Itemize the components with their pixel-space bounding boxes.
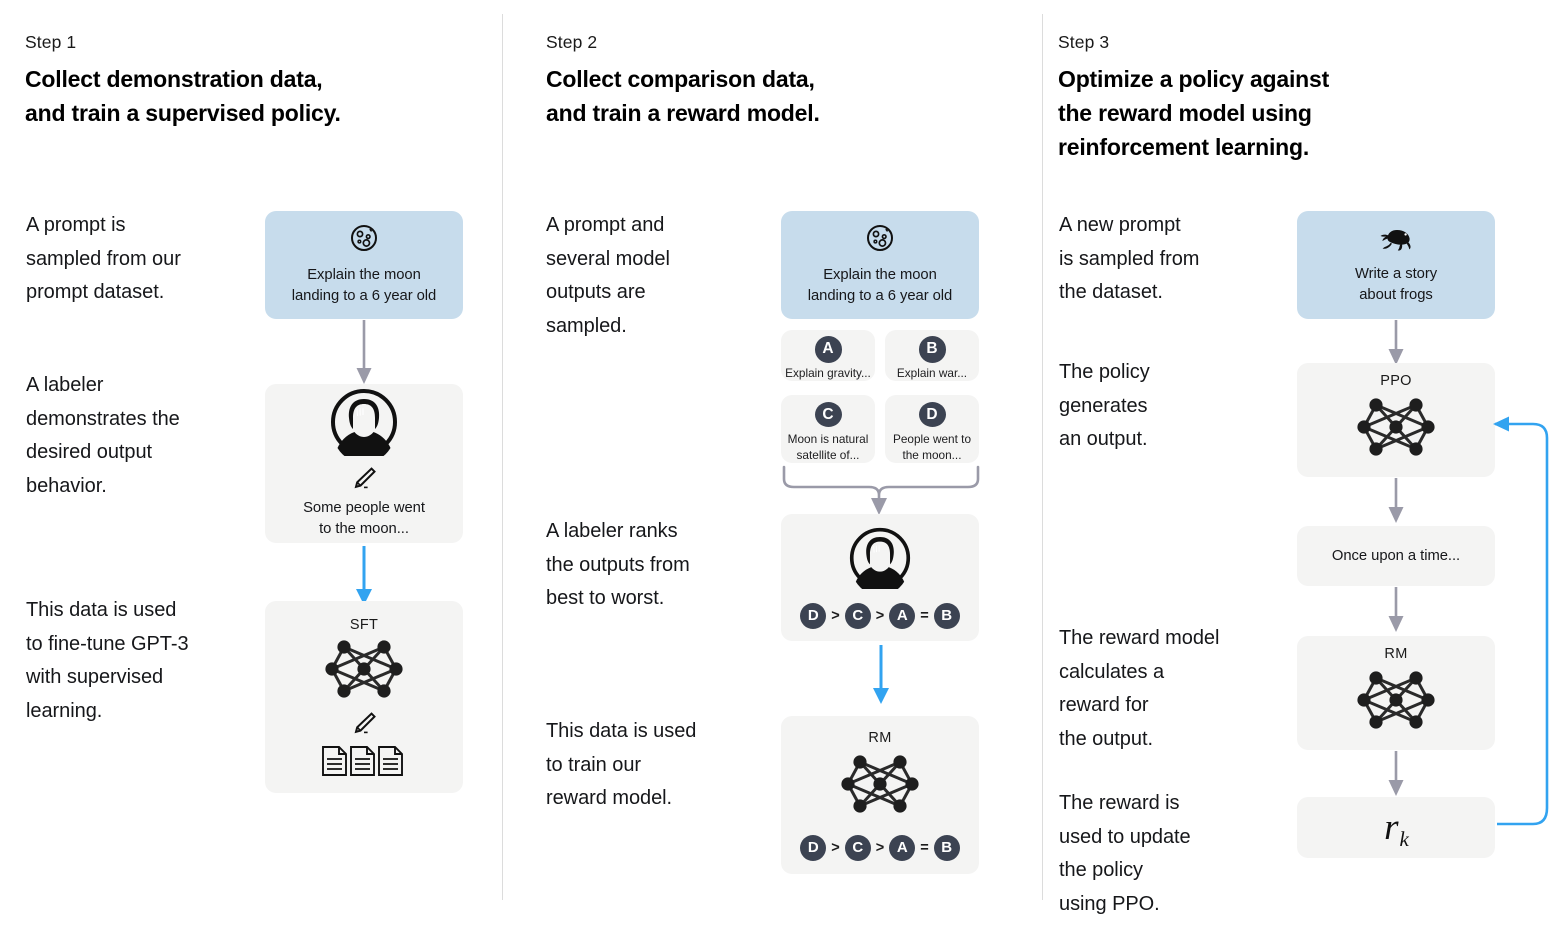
step-3-prompt-card[interactable]: Write a story about frogs <box>1297 211 1495 319</box>
pencil-icon <box>351 467 377 494</box>
step-2-caption-3: This data is used to train our reward mo… <box>546 720 697 809</box>
reward-symbol-r: r <box>1384 807 1399 848</box>
option-badge-b: B <box>918 336 946 363</box>
step-1-prompt-text: Explain the moon landing to a 6 year old <box>291 267 437 304</box>
step-3-rm-label: RM <box>1384 645 1408 662</box>
step-1-caption-1: A prompt is sampled from our prompt data… <box>26 214 181 303</box>
step-1-labeler-card[interactable]: Some people went to the moon... <box>265 384 463 543</box>
reward-symbol: rk <box>1384 807 1409 850</box>
option-badge-a: A <box>814 336 842 363</box>
step-2-output-card-a[interactable]: A Explain gravity... <box>781 330 875 381</box>
rank-badge-c: C <box>844 602 871 629</box>
rank-operator-1: > <box>831 607 840 624</box>
arrow-step3-rm-to-reward <box>1388 751 1404 796</box>
step-3-reward-card[interactable]: rk <box>1297 797 1495 858</box>
step-3-title: Optimize a policy against the reward mod… <box>1058 66 1330 160</box>
rank-badge-b: B <box>933 602 960 629</box>
step-3-caption-2: The policy generates an output. <box>1059 361 1150 450</box>
pencil-icon <box>351 712 377 739</box>
documents-icon <box>321 745 407 777</box>
step-2-labeler-ranking: D > C > A = B <box>800 602 960 629</box>
neural-network-icon <box>1354 391 1438 468</box>
step-2-caption-2: A labeler ranks the outputs from best to… <box>546 520 690 609</box>
frog-icon <box>1379 225 1413 256</box>
step-3-ppo-label: PPO <box>1380 372 1412 389</box>
rank-operator-3: = <box>920 839 929 856</box>
labeler-avatar-icon <box>849 527 911 595</box>
rank-badge-c: C <box>844 834 871 861</box>
labeler-avatar-icon <box>330 388 398 463</box>
rank-badge-b: B <box>933 834 960 861</box>
option-badge-d: D <box>918 402 946 427</box>
step-3-output-card[interactable]: Once upon a time... <box>1297 526 1495 586</box>
step-2-rm-label: RM <box>868 729 892 746</box>
step-1-column: Step 1 Collect demonstration data, and t… <box>0 0 502 948</box>
arrow-step3-feedback-loop <box>1493 416 1549 826</box>
neural-network-icon <box>1354 664 1438 741</box>
step-3-rm-card[interactable]: RM <box>1297 636 1495 750</box>
rank-operator-2: > <box>875 839 885 856</box>
step-1-title: Collect demonstration data, and train a … <box>25 66 341 126</box>
step-1-caption-2: A labeler demonstrates the desired outpu… <box>26 374 180 497</box>
step-2-label: Step 2 <box>546 32 598 52</box>
arrow-step3-output-to-rm <box>1388 587 1404 632</box>
step-2-output-text-a: Explain gravity... <box>785 365 871 380</box>
step-2-output-text-c: Moon is natural satellite of... <box>787 432 869 462</box>
step-3-column: Step 3 Optimize a policy against the rew… <box>1043 0 1556 948</box>
arrow-step1-prompt-to-labeler <box>356 320 372 384</box>
step-2-output-card-c[interactable]: C Moon is natural satellite of... <box>781 395 875 463</box>
neural-network-icon <box>322 633 406 710</box>
step-1-labeler-text: Some people went to the moon... <box>303 500 425 537</box>
step-3-prompt-text: Write a story about frogs <box>1354 266 1438 303</box>
step-2-prompt-text: Explain the moon landing to a 6 year old <box>807 267 953 304</box>
step-2-output-card-d[interactable]: D People went to the moon... <box>885 395 979 463</box>
rank-badge-d: D <box>800 602 827 629</box>
moon-icon <box>350 224 378 257</box>
step-2-rm-ranking: D > C > A = B <box>800 834 960 861</box>
step-1-caption-3: This data is used to fine-tune GPT-3 wit… <box>26 599 189 722</box>
rank-operator-2: > <box>875 607 885 624</box>
brace-step2-outputs-to-labeler <box>782 465 980 515</box>
arrow-step2-labeler-to-rm <box>873 645 889 704</box>
moon-icon <box>866 224 894 257</box>
step-2-rm-card[interactable]: RM D <box>781 716 979 874</box>
step-2-column: Step 2 Collect comparison data, and trai… <box>503 0 1043 948</box>
step-2-output-text-b: Explain war... <box>896 365 968 380</box>
neural-network-icon <box>838 748 922 825</box>
step-2-output-text-d: People went to the moon... <box>892 432 972 462</box>
step-2-labeler-card[interactable]: D > C > A = B <box>781 514 979 641</box>
step-3-caption-4: The reward is used to update the policy … <box>1059 792 1191 915</box>
step-2-title: Collect comparison data, and train a rew… <box>546 66 820 126</box>
step-1-sft-label: SFT <box>349 617 379 633</box>
step-1-sft-card[interactable]: SFT <box>265 601 463 793</box>
step-2-output-card-b[interactable]: B Explain war... <box>885 330 979 381</box>
rank-operator-3: = <box>920 607 929 624</box>
step-3-ppo-card[interactable]: PPO <box>1297 363 1495 477</box>
rank-operator-1: > <box>831 839 840 856</box>
step-2-caption-1: A prompt and several model outputs are s… <box>546 214 670 337</box>
column-divider-2 <box>1042 14 1043 900</box>
step-3-label: Step 3 <box>1058 32 1110 52</box>
arrow-step1-labeler-to-sft <box>356 546 372 605</box>
reward-symbol-k: k <box>1399 827 1409 851</box>
rank-badge-d: D <box>800 834 827 861</box>
rank-badge-a: A <box>889 602 916 629</box>
step-3-caption-1: A new prompt is sampled from the dataset… <box>1059 214 1200 303</box>
step-3-caption-3: The reward model calculates a reward for… <box>1059 627 1220 750</box>
rank-badge-a: A <box>889 834 916 861</box>
step-1-prompt-card[interactable]: Explain the moon landing to a 6 year old <box>265 211 463 319</box>
step-1-label: Step 1 <box>25 32 77 52</box>
step-2-prompt-card[interactable]: Explain the moon landing to a 6 year old <box>781 211 979 319</box>
arrow-step3-prompt-to-ppo <box>1388 320 1404 365</box>
step-3-output-text: Once upon a time... <box>1331 547 1461 564</box>
column-divider-1 <box>502 14 503 900</box>
option-badge-c: C <box>814 402 842 427</box>
arrow-step3-ppo-to-output <box>1388 478 1404 523</box>
